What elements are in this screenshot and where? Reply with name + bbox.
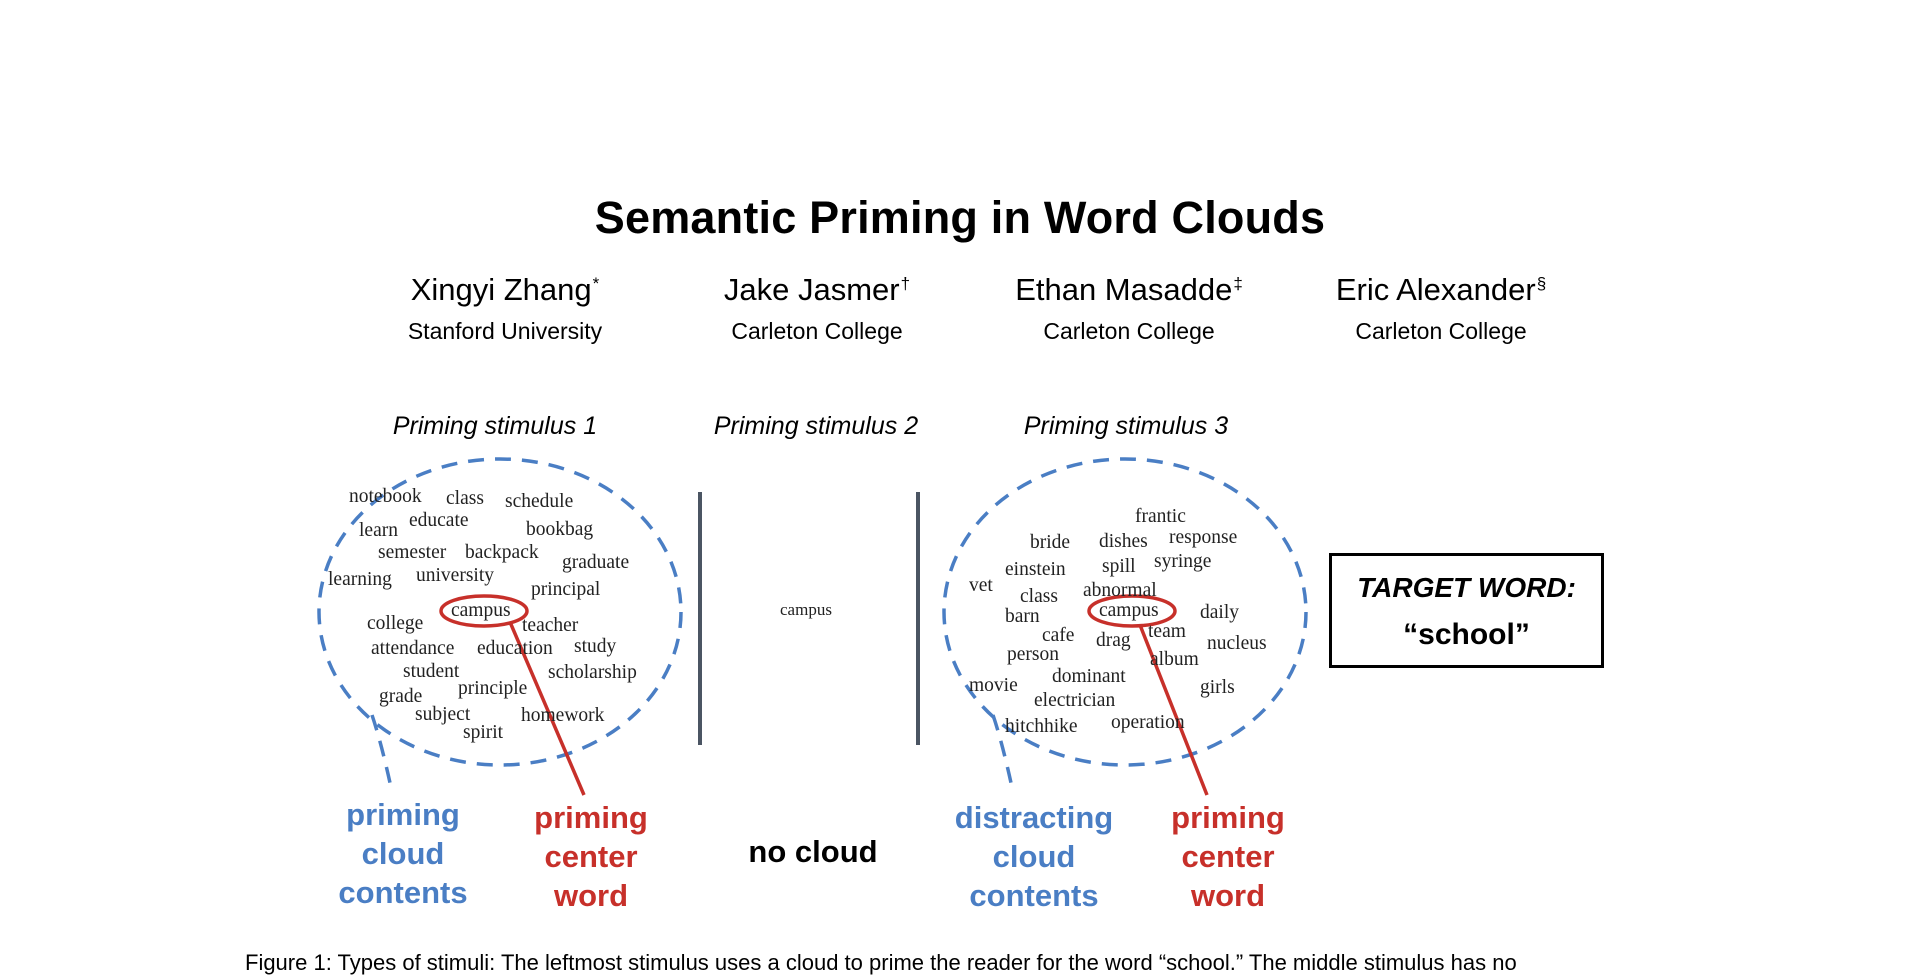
cloud-word: syringe (1154, 551, 1212, 572)
cloud-word: university (416, 565, 494, 586)
cloud-word: response (1169, 527, 1238, 548)
stimulus-label: Priming stimulus 1 (392, 412, 598, 440)
target-word-box: TARGET WORD: “school” (1329, 553, 1604, 668)
cloud1-center-pointer (508, 621, 586, 796)
cloud-word: grade (379, 686, 423, 707)
cloud-word: barn (1005, 606, 1040, 627)
cloud-word: campus (1099, 600, 1159, 621)
author-name: Xingyi Zhang* (410, 272, 600, 307)
annotation-priming-cloud-contents: priming cloud contents (338, 797, 468, 910)
cloud-word: drag (1096, 630, 1131, 651)
cloud-word: college (367, 613, 424, 634)
cloud-word: abnormal (1083, 580, 1157, 601)
annotation-distracting-cloud-contents: distracting cloud contents (954, 800, 1114, 913)
cloud-word: class (446, 488, 484, 509)
cloud1-center-circle (439, 594, 529, 628)
cloud-word: class (1020, 586, 1058, 607)
cloud-word: movie (969, 675, 1018, 696)
cloud-word: learn (359, 520, 398, 541)
cloud-word: bride (1030, 532, 1071, 553)
author-block: Jake Jasmer† Carleton College (657, 272, 977, 345)
author-affiliation: Stanford University (407, 318, 603, 344)
cloud-word: nucleus (1207, 633, 1267, 654)
cloud-word: cafe (1042, 625, 1075, 646)
stimulus-label: Priming stimulus 2 (713, 412, 919, 440)
cloud-word: daily (1200, 602, 1239, 623)
cloud-word: learning (328, 569, 392, 590)
cloud-word: campus (451, 600, 511, 621)
figure-caption: Figure 1: Types of stimuli: The leftmost… (245, 950, 1517, 975)
cloud-word: backpack (465, 542, 539, 563)
cloud-word: person (1007, 644, 1059, 665)
author-affiliation: Carleton College (731, 318, 903, 344)
cloud-word: girls (1200, 677, 1235, 698)
cloud-word: graduate (562, 552, 630, 573)
middle-center-word: campus (780, 600, 832, 619)
cloud-word: principle (458, 678, 528, 699)
author-name: Ethan Masadde‡ (1015, 272, 1243, 307)
author-name: Eric Alexander§ (1335, 272, 1547, 307)
target-word: “school” (1403, 618, 1530, 651)
cloud-word: frantic (1135, 506, 1186, 527)
cloud-word: dishes (1099, 531, 1148, 552)
author-block: Eric Alexander§ Carleton College (1281, 272, 1601, 345)
cloud-word: vet (969, 575, 993, 596)
annotation-no-cloud: no cloud (748, 834, 878, 869)
cloud3-contents-pointer (991, 714, 1015, 793)
cloud-word: principal (531, 579, 601, 600)
cloud-word: electrician (1034, 690, 1116, 711)
cloud-word: subject (415, 704, 471, 725)
paper-title: Semantic Priming in Word Clouds (594, 192, 1326, 243)
cloud-word: semester (378, 542, 447, 563)
annotation-priming-center-word: priming center word (534, 800, 648, 913)
cloud-word: bookbag (526, 519, 594, 540)
author-affiliation: Carleton College (1043, 318, 1215, 344)
author-block: Xingyi Zhang* Stanford University (345, 272, 665, 345)
cloud-word: educate (409, 510, 469, 531)
cloud-word: homework (521, 705, 605, 726)
cloud-word: team (1148, 621, 1186, 642)
cloud-word: hitchhike (1005, 716, 1078, 737)
cloud-word: spill (1102, 556, 1136, 577)
cloud3-center-circle (1087, 594, 1177, 628)
cloud-word: attendance (371, 638, 455, 659)
author-name: Jake Jasmer† (723, 272, 911, 307)
cloud-word: einstein (1005, 559, 1066, 580)
cloud-word: notebook (349, 486, 422, 507)
cloud1-contents-pointer (370, 714, 394, 793)
cloud-word: teacher (522, 615, 579, 636)
cloud3-dashed-outline (942, 457, 1308, 767)
cloud-word: album (1150, 649, 1199, 670)
cloud1-dashed-outline (317, 457, 683, 767)
author-block: Ethan Masadde‡ Carleton College (969, 272, 1289, 345)
cloud3-center-pointer (1138, 624, 1209, 796)
cloud-word: scholarship (548, 662, 637, 683)
author-affiliation: Carleton College (1355, 318, 1527, 344)
cloud-word: spirit (463, 722, 504, 743)
cloud-word: schedule (505, 491, 574, 512)
cloud-word: education (477, 638, 553, 659)
cloud-word: dominant (1052, 666, 1126, 687)
annotation-priming-center-word-3: priming center word (1171, 800, 1285, 913)
target-heading: TARGET WORD: (1357, 572, 1576, 603)
cloud-word: student (403, 661, 460, 682)
cloud-word: study (574, 636, 617, 657)
cloud-word: operation (1111, 712, 1185, 733)
stimulus-label: Priming stimulus 3 (1023, 412, 1229, 440)
